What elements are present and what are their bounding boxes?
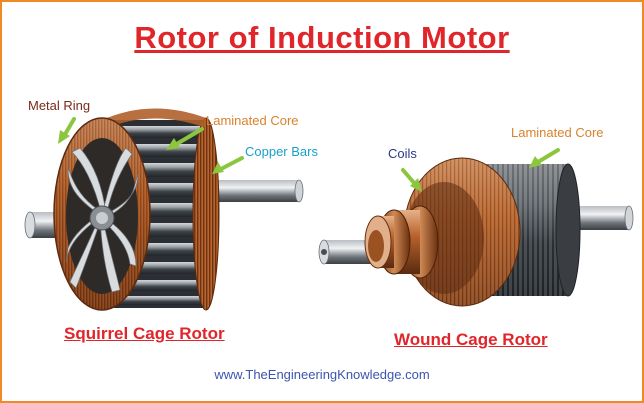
wound-shaft-right — [574, 206, 629, 230]
footer-url: www.TheEngineeringKnowledge.com — [214, 367, 430, 382]
caption-squirrel-cage-rotor: Squirrel Cage Rotor — [64, 324, 225, 343]
label-laminated-core-right: Laminated Core — [511, 125, 604, 140]
squirrel-laminated-ring — [193, 118, 219, 310]
label-metal-ring: Metal Ring — [28, 98, 91, 113]
label-copper-bars: Copper Bars — [245, 144, 318, 159]
arrow-metal-ring — [62, 117, 76, 138]
wound-rotor — [318, 157, 634, 307]
caption-wound-cage-rotor: Wound Cage Rotor — [394, 330, 548, 349]
arrow-coils — [401, 168, 417, 186]
squirrel-shaft-right — [207, 180, 299, 202]
squirrel-cage-rotor — [24, 108, 304, 311]
fan-blades — [65, 147, 139, 293]
page-title: Rotor of Induction Motor — [134, 20, 510, 55]
arrow-laminated-core-right — [536, 148, 560, 164]
arrow-copper-bars — [219, 156, 244, 171]
slip-rings — [364, 205, 439, 279]
label-coils: Coils — [388, 146, 417, 161]
leader-arrows — [58, 117, 560, 192]
arrow-laminated-core-left — [173, 127, 204, 147]
label-laminated-core-left: Laminated Core — [206, 113, 299, 128]
